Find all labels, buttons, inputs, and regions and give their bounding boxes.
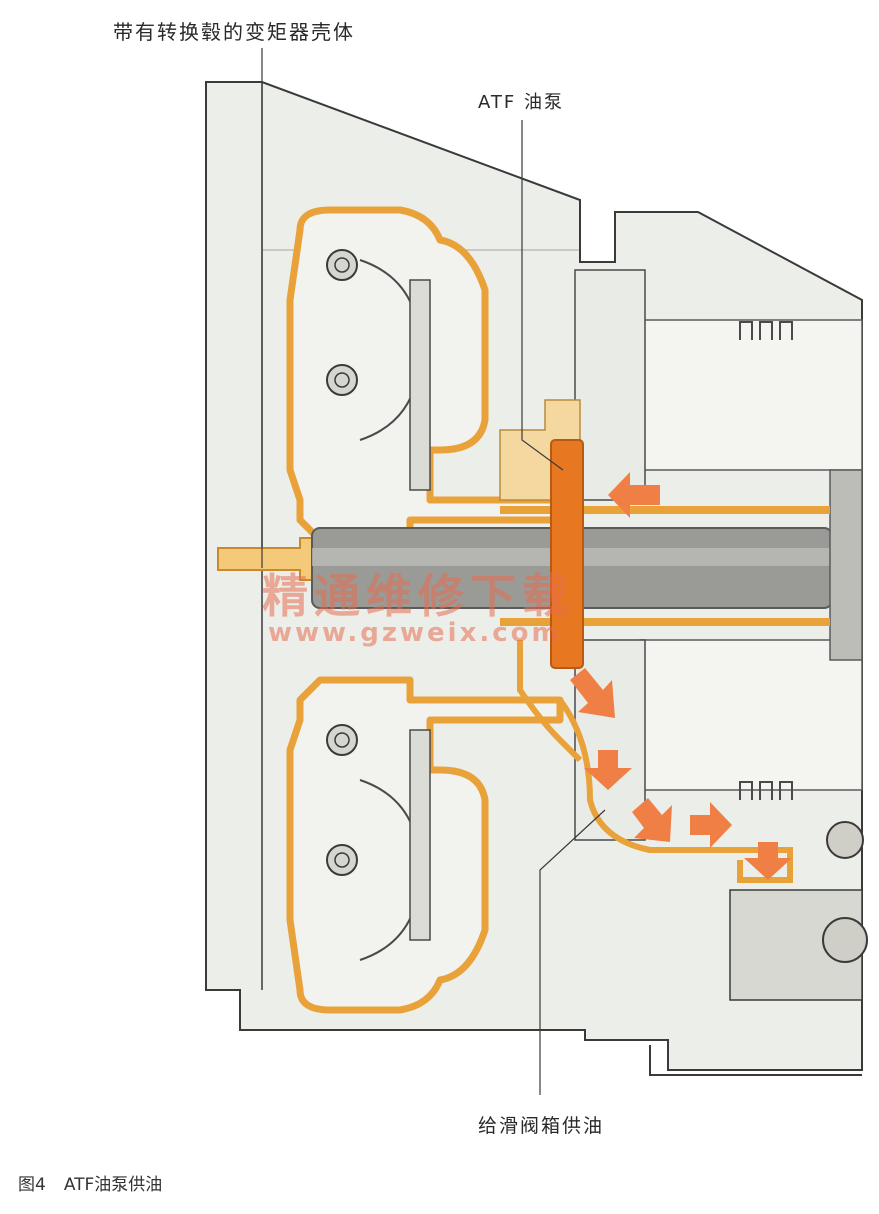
flow-arrow-4 — [690, 802, 732, 848]
flow-arrow-3 — [632, 798, 672, 842]
flow-arrow-1 — [570, 668, 615, 718]
valve-body-lower — [639, 639, 863, 791]
label-housing: 带有转换毂的变矩器壳体 — [113, 20, 355, 44]
oil-flow-channel — [557, 698, 793, 883]
label-valve-body-supply: 给滑阀箱供油 — [478, 1115, 605, 1137]
watermark-text: 精通维修下载 — [262, 569, 574, 623]
atf-pump-gear — [550, 439, 584, 669]
figure-caption-text: ATF油泵供油 — [63, 1175, 163, 1195]
flow-arrow-5 — [744, 842, 792, 880]
figure-caption: 图4 ATF油泵供油 — [18, 1170, 162, 1195]
figure-number: 图4 — [18, 1175, 46, 1195]
flow-arrow-in — [608, 472, 660, 518]
flow-arrows — [570, 472, 792, 880]
valve-body-upper — [639, 319, 863, 471]
watermark-url: www.gzweix.com — [268, 618, 562, 648]
label-atf-pump: ATF 油泵 — [478, 92, 564, 113]
leader-pump — [521, 120, 564, 471]
leader-supply — [539, 809, 606, 1095]
flow-arrow-2 — [584, 750, 632, 790]
